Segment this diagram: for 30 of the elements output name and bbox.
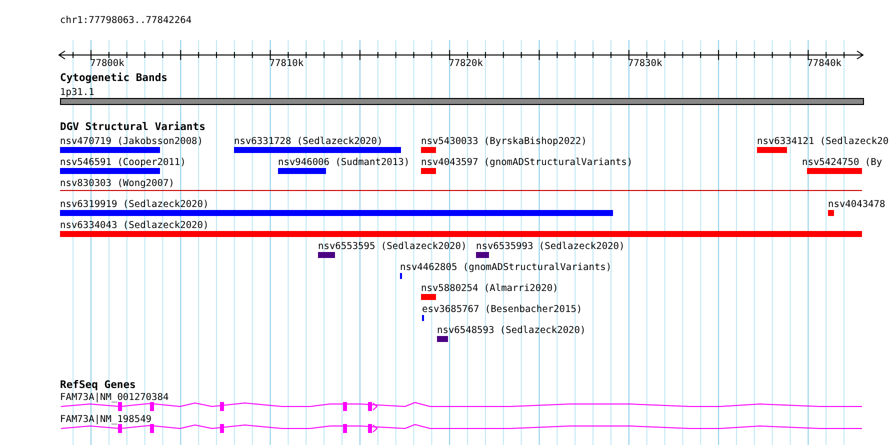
variant-label: nsv4043597 (gnomADStructuralVariants) xyxy=(421,157,633,168)
track-title: Cytogenetic Bands xyxy=(60,72,168,84)
tick-label: 77840k xyxy=(807,58,842,69)
variant-label: esv3685767 (Besenbacher2015) xyxy=(422,304,582,315)
variant-label: nsv6334121 (Sedlazeck20 xyxy=(757,136,889,147)
tick-label: 77800k xyxy=(90,58,124,69)
variant-label: nsv830303 (Wong2007) xyxy=(60,178,176,189)
variant-label: nsv4462805 (gnomADStructuralVariants) xyxy=(400,262,612,273)
gene-label: FAM73A|NM_198549 xyxy=(60,414,153,425)
variant-label: nsv6331728 (Sedlazeck2020) xyxy=(234,136,384,147)
variant-label: nsv5430033 (ByrskaBishop2022) xyxy=(421,136,587,147)
band-label: 1p31.1 xyxy=(60,87,96,98)
variant-label: nsv6548593 (Sedlazeck2020) xyxy=(437,325,586,336)
tick-label: 77820k xyxy=(448,58,483,69)
variant-label: nsv546591 (Cooper2011) xyxy=(60,157,186,168)
gene-label: FAM73A|NM_001270384 xyxy=(60,392,170,403)
variant-label: nsv6334043 (Sedlazeck2020) xyxy=(60,220,210,231)
region-title: chr1:77798063..77842264 xyxy=(60,15,192,26)
variant-label: nsv470719 (Jakobsson2008) xyxy=(60,136,203,147)
track-title: DGV Structural Variants xyxy=(60,121,206,133)
variant-label: nsv5424750 (By xyxy=(802,157,882,168)
variant-label: nsv6319919 (Sedlazeck2020) xyxy=(60,199,210,210)
tick-label: 77810k xyxy=(269,58,304,69)
tick-label: 77830k xyxy=(628,58,662,69)
variant-label: nsv5880254 (Almarri2020) xyxy=(421,283,558,294)
variant-label: nsv4043478 xyxy=(828,199,886,210)
variant-label: nsv6553595 (Sedlazeck2020) xyxy=(318,241,467,252)
variant-label: nsv946006 (Sudmant2013) xyxy=(278,157,410,168)
track-title: RefSeq Genes xyxy=(60,379,136,391)
variant-label: nsv6535993 (Sedlazeck2020) xyxy=(476,241,625,252)
